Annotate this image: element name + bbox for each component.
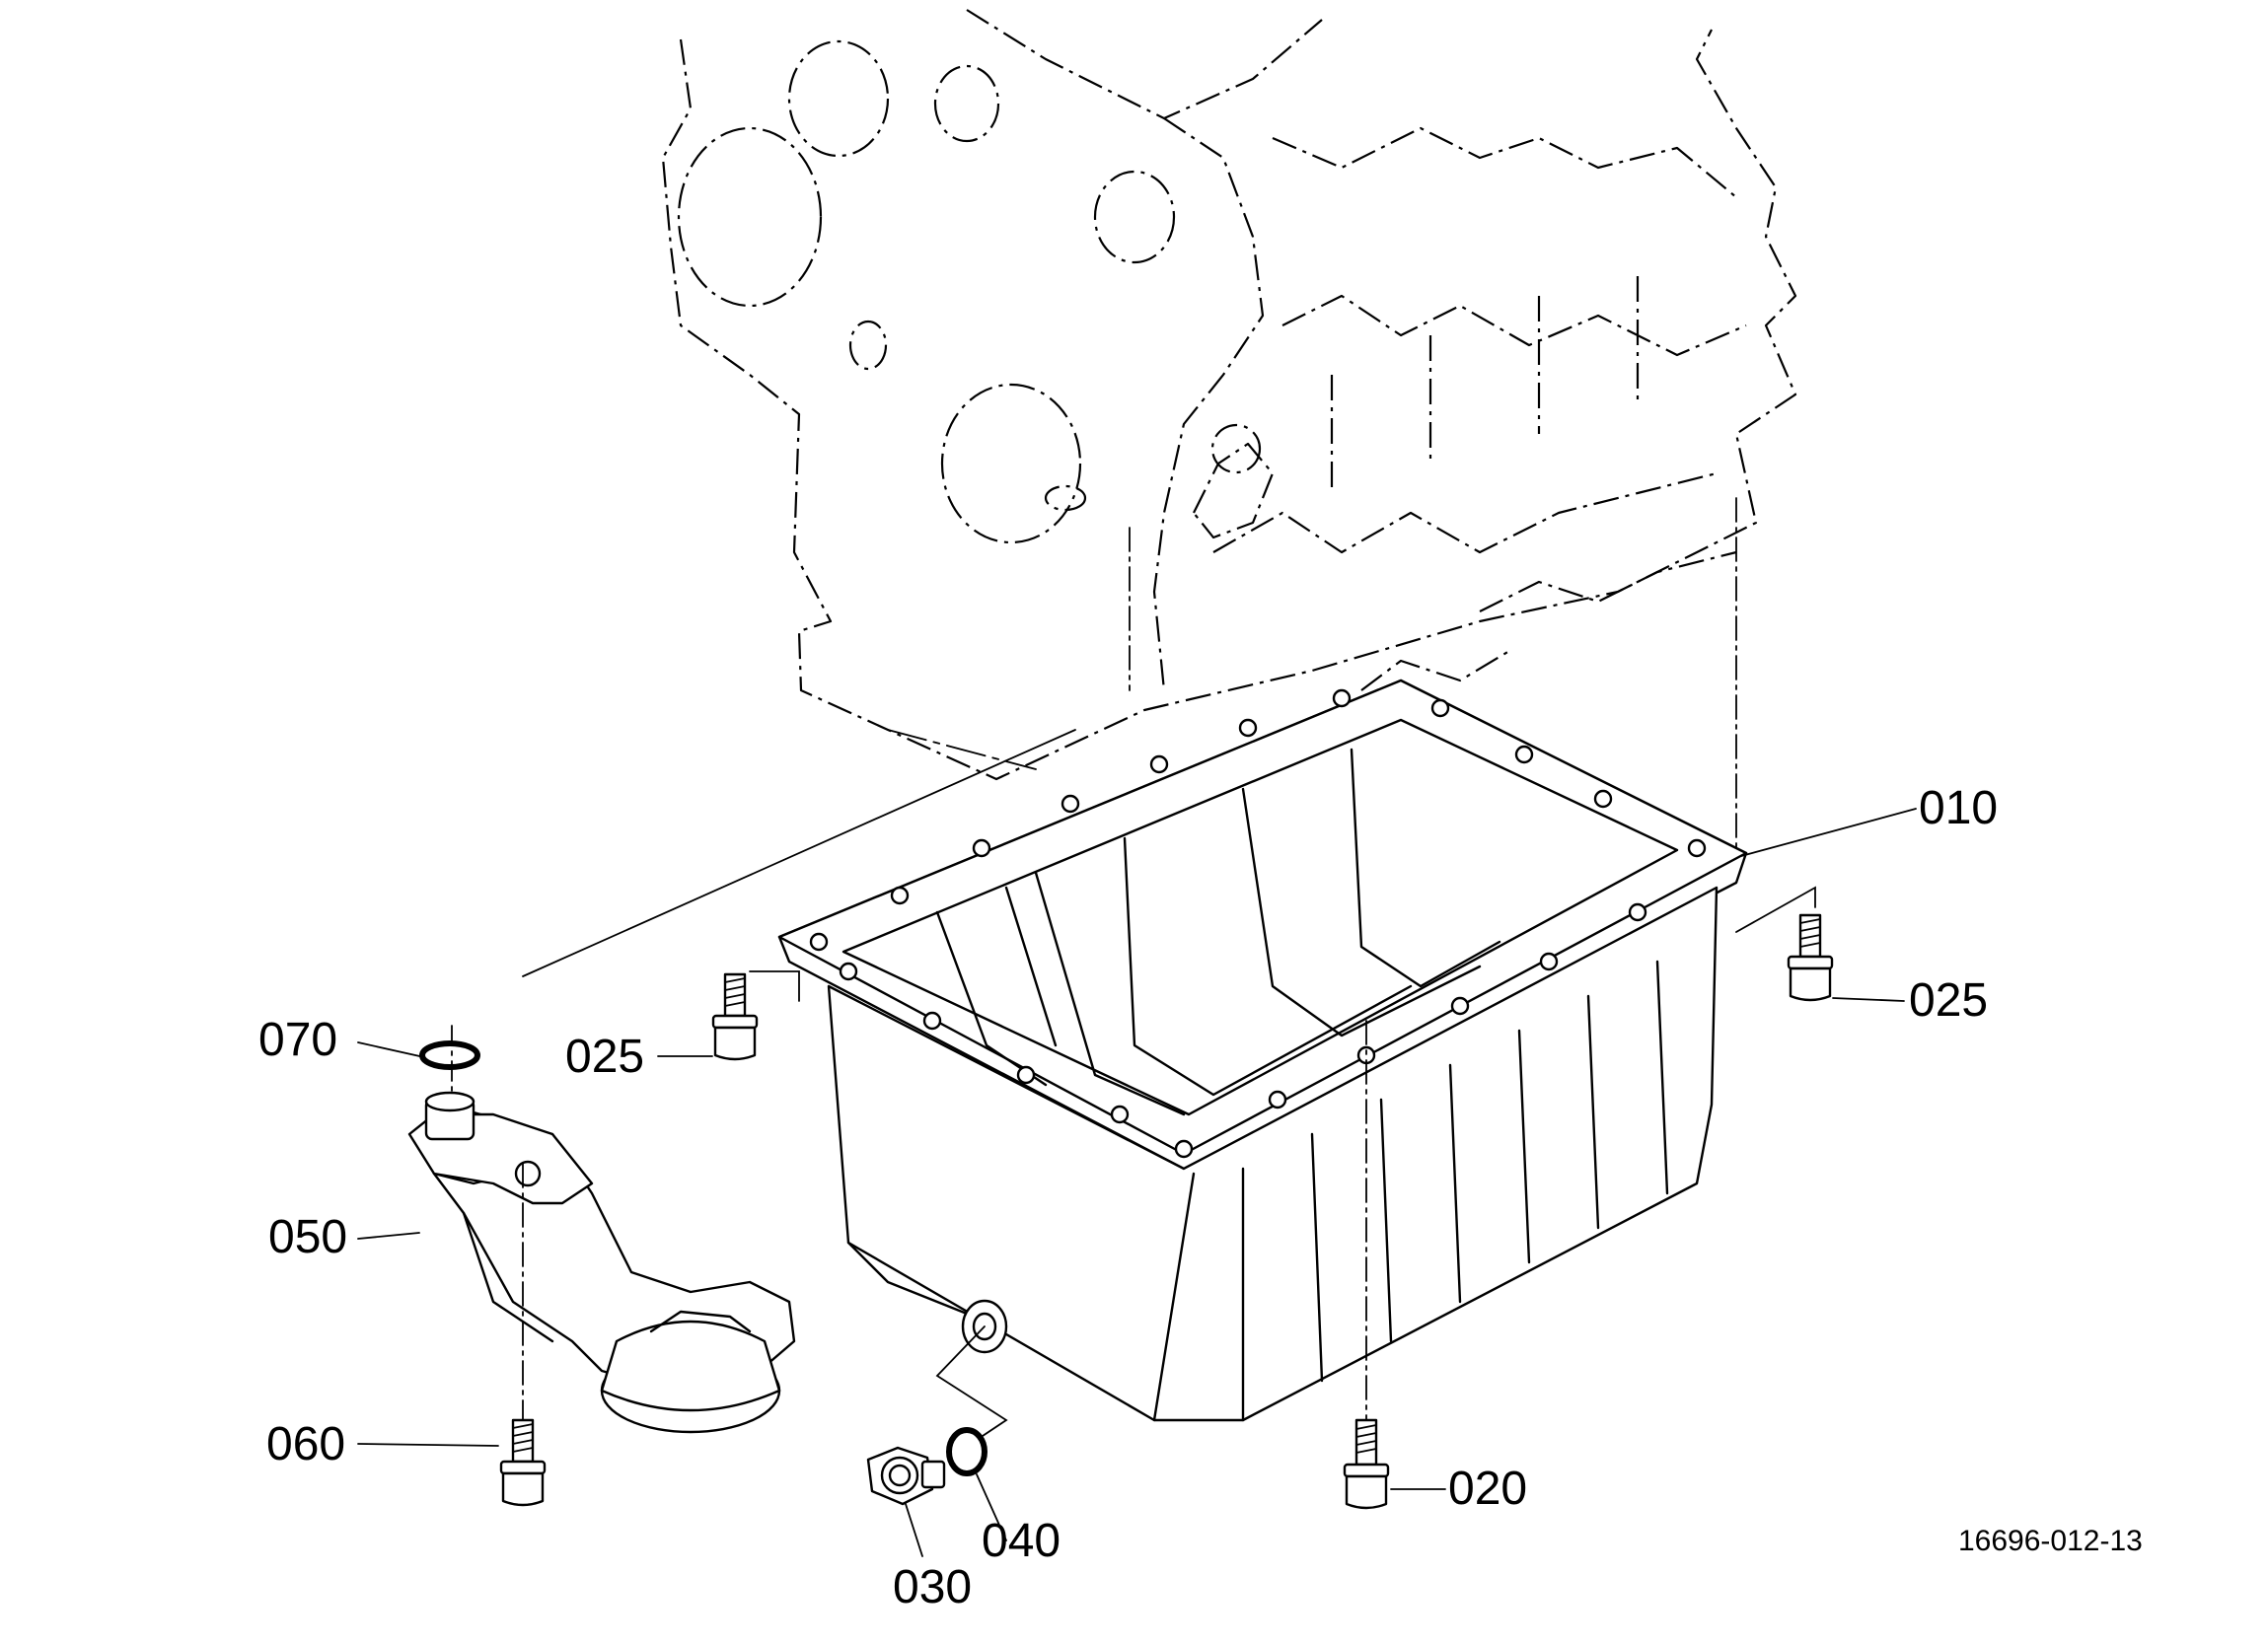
- oil-pan: [777, 679, 1748, 1422]
- flange-bolt-holes: [809, 688, 1707, 1159]
- label-040: 040: [982, 1515, 1061, 1567]
- label-070: 070: [258, 1014, 337, 1066]
- label-060: 060: [266, 1418, 345, 1470]
- label-050: 050: [268, 1211, 347, 1263]
- drain-gasket: [946, 1427, 988, 1476]
- part-labels: 010 025 025 070 050 060 020 040 030 1669…: [258, 782, 2143, 1613]
- label-010: 010: [1919, 782, 1998, 834]
- label-025-right: 025: [1909, 974, 1988, 1027]
- label-030: 030: [893, 1561, 972, 1613]
- assembly-center-lines: [522, 497, 1737, 977]
- engine-block-phantom: [661, 9, 1797, 781]
- bolt-025-right: [1787, 913, 1834, 1002]
- bolt-020: [1343, 1020, 1390, 1510]
- bolt-025-left-bracket: [749, 970, 800, 1002]
- drawing-reference-number: 16696-012-13: [1958, 1525, 2143, 1557]
- o-ring: [419, 1025, 480, 1096]
- drain-plug: [866, 1325, 1008, 1506]
- label-020: 020: [1448, 1463, 1527, 1515]
- bolt-060: [499, 1163, 547, 1507]
- bolt-025-right-bracket: [1735, 886, 1816, 933]
- leader-lines: [357, 808, 1917, 1557]
- oil-strainer: [407, 1091, 796, 1434]
- bolt-025-left: [711, 972, 759, 1061]
- label-025-left: 025: [565, 1031, 644, 1083]
